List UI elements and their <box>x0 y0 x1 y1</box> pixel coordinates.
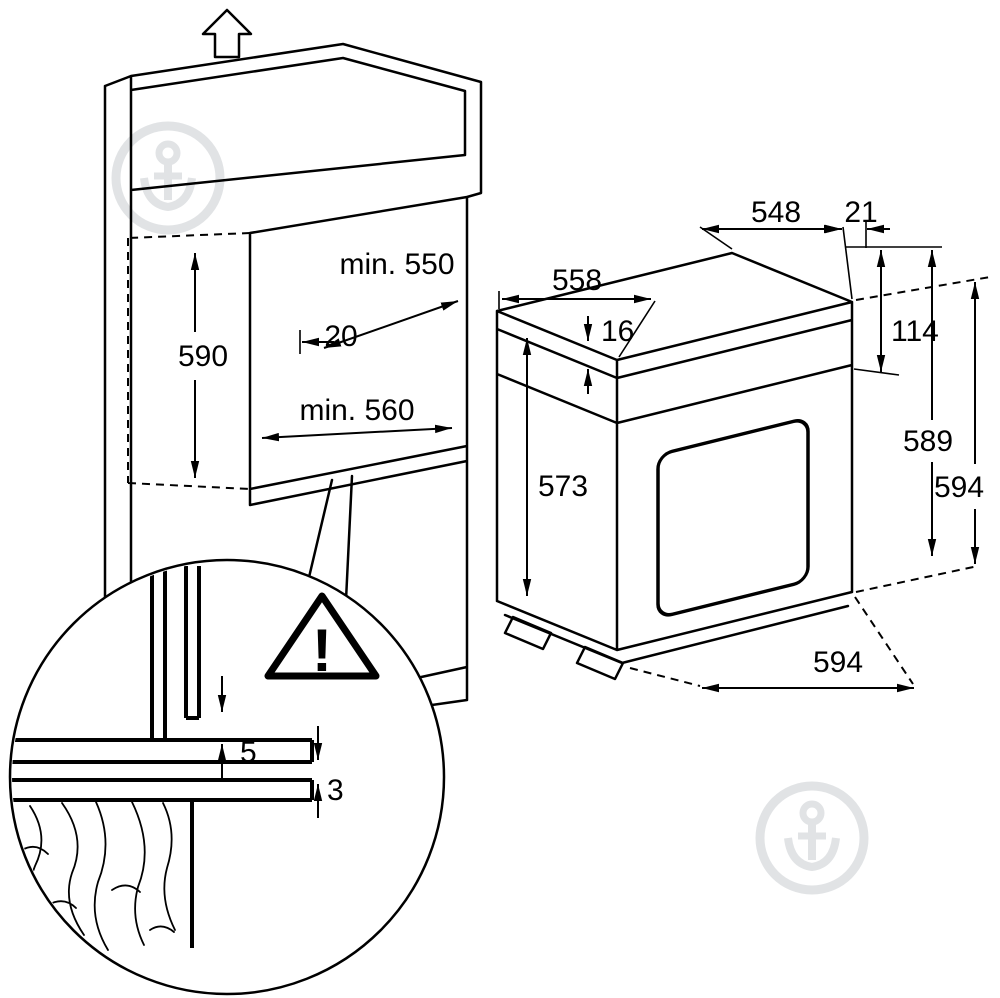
oven-extension-lines <box>299 222 942 376</box>
dim-oven-overall-width: 594 <box>813 646 863 679</box>
detail-callout-circle <box>8 558 446 996</box>
detail-section <box>12 566 314 952</box>
dim-niche-depth: min. 550 <box>339 248 454 281</box>
dim-detail-gap-bottom: 3 <box>327 774 344 807</box>
dim-niche-width: min. 560 <box>299 394 414 427</box>
dim-detail-gap-top: 5 <box>240 736 257 769</box>
warning-triangle-icon: ! <box>264 592 380 684</box>
ventilation-arrow-icon <box>201 8 253 59</box>
oven-drawing <box>299 222 991 687</box>
dim-rear-gap: 20 <box>324 320 357 353</box>
dim-oven-top-depth: 558 <box>552 264 602 297</box>
dimension-lines <box>190 224 980 818</box>
dim-oven-overall-height: 594 <box>934 471 984 504</box>
dim-oven-rear-height: 589 <box>903 425 953 458</box>
dim-oven-body-height: 573 <box>538 470 588 503</box>
dim-oven-top-trim: 16 <box>601 315 634 348</box>
oven-dashed-extensions <box>629 276 991 687</box>
dimension-labels: min. 550 20 min. 560 590 558 548 21 16 1… <box>178 196 984 807</box>
oven-body-edges <box>495 251 854 665</box>
dim-oven-overhang: 21 <box>844 196 877 229</box>
detail-panel-edges <box>12 566 314 948</box>
detail-callout-pointer <box>304 474 354 602</box>
dim-oven-body-width: 548 <box>751 196 801 229</box>
oven-door-window <box>656 419 810 617</box>
dim-oven-panel-height: 114 <box>891 315 939 348</box>
oven-feet <box>503 615 625 681</box>
watermark-logo-bottom <box>760 786 864 890</box>
dim-niche-height: 590 <box>178 340 228 373</box>
warning-exclamation: ! <box>312 617 332 684</box>
cabinet-hidden-edges <box>127 232 251 490</box>
